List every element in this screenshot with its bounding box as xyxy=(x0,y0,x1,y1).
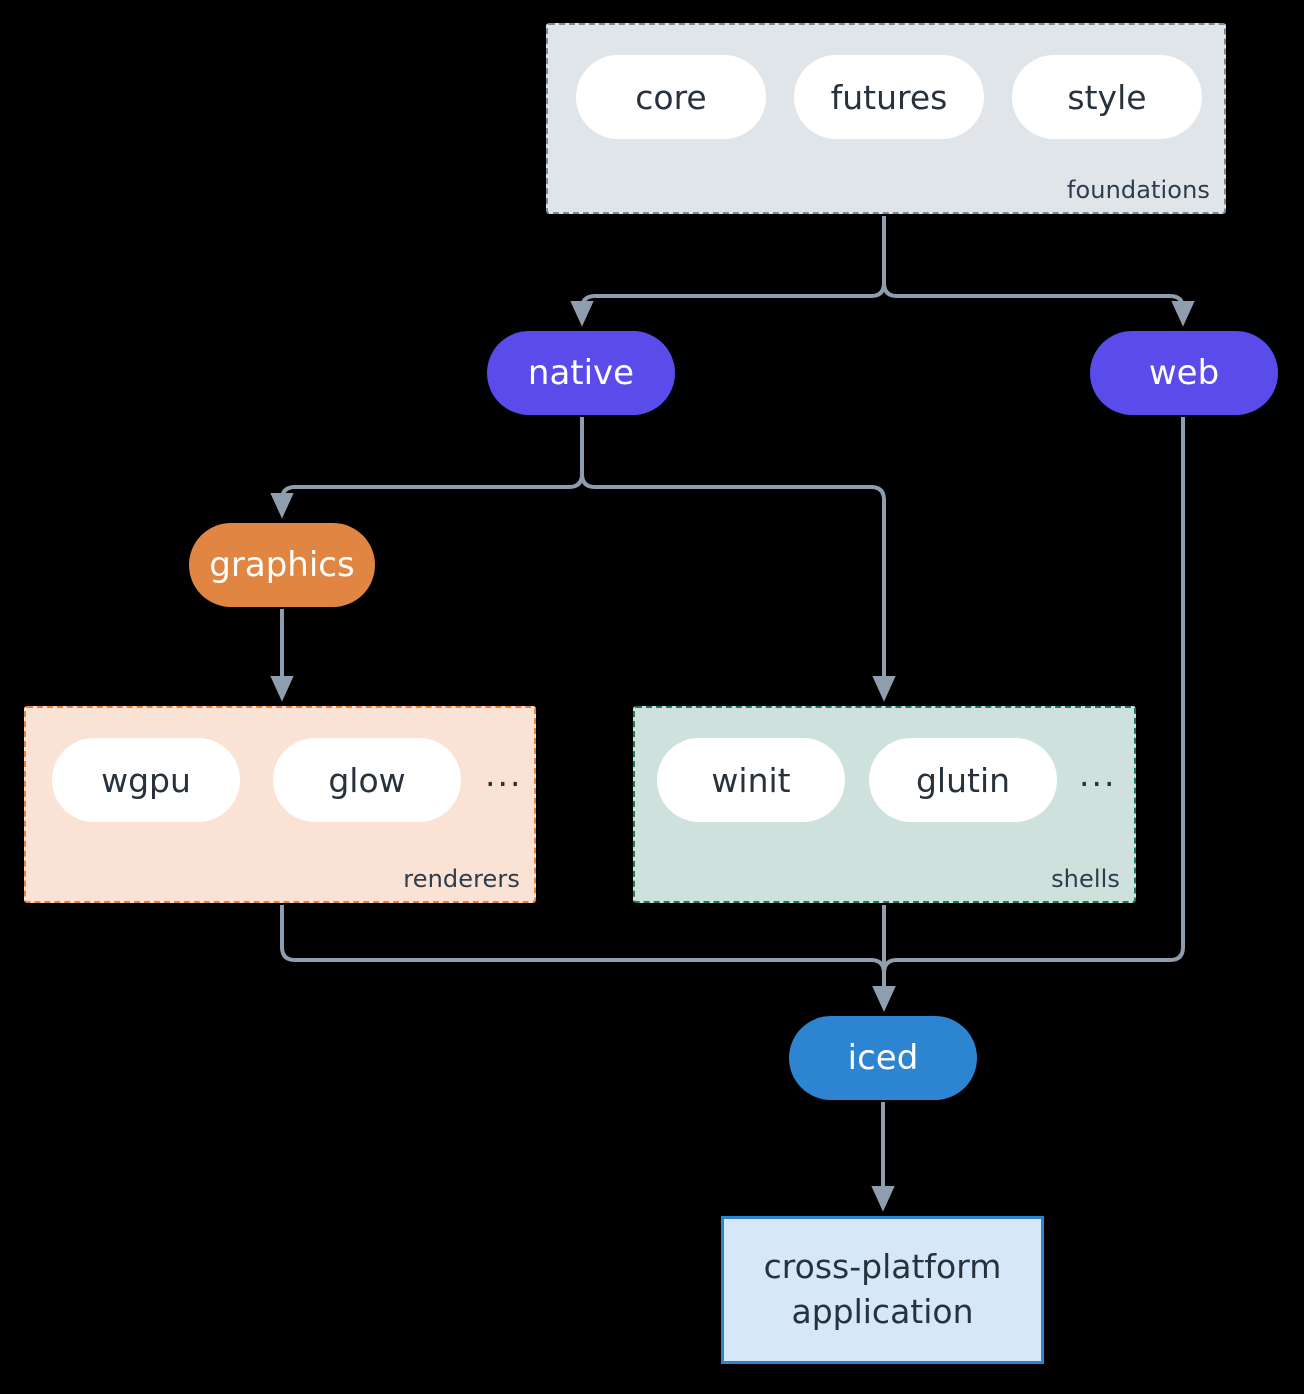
member-pill-futures[interactable]: futures xyxy=(794,55,984,139)
group-label-shells: shells xyxy=(1051,865,1120,893)
member-pill-glutin[interactable]: glutin xyxy=(869,738,1057,822)
node-web[interactable]: web xyxy=(1090,331,1278,415)
edge-native-graphics xyxy=(270,417,584,519)
shells-ellipsis: ... xyxy=(1079,754,1117,794)
node-graphics[interactable]: graphics xyxy=(189,523,375,607)
edge-foundations-web xyxy=(882,216,1195,327)
member-pill-style[interactable]: style xyxy=(1012,55,1202,139)
node-cross-platform-application[interactable]: cross-platform application xyxy=(721,1216,1044,1364)
group-renderers[interactable]: wgpu glow ... renderers xyxy=(24,706,536,903)
group-label-foundations: foundations xyxy=(1066,176,1210,204)
edge-foundations-native xyxy=(570,216,886,327)
group-foundations[interactable]: core futures style foundations xyxy=(546,23,1226,214)
member-pill-winit[interactable]: winit xyxy=(657,738,845,822)
member-pill-wgpu[interactable]: wgpu xyxy=(52,738,240,822)
edge-native-shells xyxy=(580,417,896,702)
edge-renderers-iced xyxy=(280,905,896,1012)
renderers-ellipsis: ... xyxy=(485,754,523,794)
node-iced[interactable]: iced xyxy=(789,1016,977,1100)
member-pill-core[interactable]: core xyxy=(576,55,766,139)
edge-web-iced xyxy=(872,417,1185,1012)
application-line-2: application xyxy=(791,1292,974,1331)
group-label-renderers: renderers xyxy=(403,865,520,893)
group-shells[interactable]: winit glutin ... shells xyxy=(633,706,1136,903)
application-line-1: cross-platform xyxy=(763,1247,1002,1287)
member-pill-glow[interactable]: glow xyxy=(273,738,461,822)
node-native[interactable]: native xyxy=(487,331,675,415)
